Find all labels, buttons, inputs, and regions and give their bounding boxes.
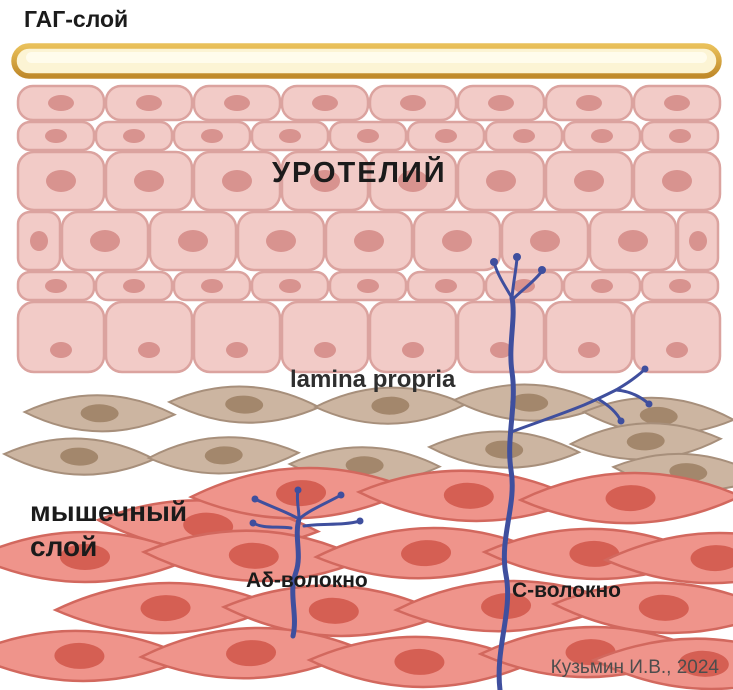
- urothelium-nucleus: [488, 95, 514, 111]
- gag-layer-label: ГАГ-слой: [24, 6, 129, 32]
- urothelium-nucleus: [591, 279, 613, 293]
- nerve-ending: [513, 253, 521, 261]
- a-delta-branch: [302, 519, 362, 528]
- lamina-cell: [2, 434, 156, 479]
- nerve-ending: [645, 400, 653, 408]
- urothelium-nucleus: [279, 129, 301, 143]
- urothelium-nucleus: [486, 170, 516, 192]
- lamina-cell: [23, 392, 176, 434]
- urothelium-nucleus: [400, 95, 426, 111]
- urothelium-nucleus: [530, 230, 560, 252]
- urothelium-nucleus: [46, 170, 76, 192]
- urothelium-nucleus: [662, 170, 692, 192]
- urothelium-nucleus: [134, 170, 164, 192]
- urothelium-cell: [104, 300, 194, 374]
- urothelium-nucleus: [123, 129, 145, 143]
- urothelium-nucleus: [402, 342, 424, 358]
- urothelium-nucleus: [618, 230, 648, 252]
- nerve-ending: [641, 365, 649, 373]
- urothelium-nucleus: [50, 342, 72, 358]
- urothelium-nucleus: [226, 342, 248, 358]
- c-fiber-trunk: [496, 295, 516, 690]
- muscle-layer-label-line1: мышечный: [30, 496, 188, 527]
- urothelium-nucleus: [312, 95, 338, 111]
- muscle-layer-label-line2: слой: [30, 531, 98, 562]
- a-delta-branch: [297, 493, 343, 521]
- nerve-ending: [356, 517, 364, 525]
- urothelium-nucleus: [30, 231, 48, 251]
- nerve-ending: [337, 491, 345, 499]
- urothelium-nucleus: [310, 170, 340, 192]
- urothelium-nucleus: [689, 231, 707, 251]
- nerve-ending: [251, 495, 259, 503]
- urothelium-nucleus: [398, 170, 428, 192]
- urothelium-cell: [280, 300, 370, 374]
- urothelium-nucleus: [48, 95, 74, 111]
- urothelium-cell-layer: [16, 84, 722, 374]
- lamina-cell: [452, 380, 606, 425]
- urothelium-cell: [192, 300, 282, 374]
- gag-layer: [11, 43, 722, 79]
- urothelium-nucleus: [222, 170, 252, 192]
- urothelium-nucleus: [669, 129, 691, 143]
- urothelium-cell: [544, 300, 634, 374]
- urothelium-nucleus: [435, 129, 457, 143]
- a-delta-trunk: [290, 516, 302, 639]
- urothelium-nucleus: [490, 342, 512, 358]
- a-delta-branch: [295, 488, 301, 521]
- urothelium-nucleus: [224, 95, 250, 111]
- urothelium-nucleus: [435, 279, 457, 293]
- urothelium-nucleus: [354, 230, 384, 252]
- nerve-ending: [617, 417, 625, 425]
- nerve-ending: [294, 486, 302, 494]
- gag-layer-highlight: [26, 52, 707, 63]
- c-fiber-branch: [509, 388, 618, 434]
- urothelium-nuclei: [30, 95, 707, 358]
- urothelium-nucleus: [578, 342, 600, 358]
- nerve-ending: [249, 519, 257, 527]
- nerve-fibers: [249, 253, 653, 690]
- urothelium-cell: [368, 300, 458, 374]
- urothelium-nucleus: [669, 279, 691, 293]
- urothelium-nucleus: [574, 170, 604, 192]
- urothelium-nucleus: [178, 230, 208, 252]
- urothelium-nucleus: [266, 230, 296, 252]
- urothelium-nucleus: [591, 129, 613, 143]
- urothelium-nucleus: [45, 279, 67, 293]
- urothelium-nucleus: [314, 342, 336, 358]
- urothelium-nucleus: [279, 279, 301, 293]
- urothelium-nucleus: [90, 230, 120, 252]
- urothelium-nucleus: [136, 95, 162, 111]
- urothelium-cell: [632, 300, 722, 374]
- urothelium-nucleus: [442, 230, 472, 252]
- urothelium-label: УРОТЕЛИЙ: [272, 157, 447, 189]
- lamina-cell: [427, 427, 581, 472]
- urothelium-nucleus: [201, 129, 223, 143]
- c-fiber-label: С-волокно: [512, 579, 622, 602]
- urothelium-nucleus: [201, 279, 223, 293]
- urothelium-nucleus: [45, 129, 67, 143]
- attribution: Кузьмин И.В., 2024: [550, 657, 719, 678]
- urothelium-cell: [456, 300, 546, 374]
- urothelium-nucleus: [357, 129, 379, 143]
- lamina-propria-label: lamina propria: [290, 366, 456, 393]
- urothelium-cell: [16, 300, 106, 374]
- urothelium-nucleus: [123, 279, 145, 293]
- urothelium-nucleus: [138, 342, 160, 358]
- urothelium-nucleus: [513, 129, 535, 143]
- a-delta-fiber-label: Аδ-волокно: [246, 569, 368, 592]
- urothelium-nucleus: [576, 95, 602, 111]
- nerve-ending: [490, 258, 498, 266]
- urothelium-nucleus: [666, 342, 688, 358]
- urothelium-nucleus: [664, 95, 690, 111]
- muscle-layer-label: мышечный слой: [30, 494, 187, 564]
- nerve-ending: [538, 266, 546, 274]
- c-fiber-branch: [510, 256, 519, 300]
- a-delta-branch: [253, 497, 301, 521]
- urothelium-nucleus: [357, 279, 379, 293]
